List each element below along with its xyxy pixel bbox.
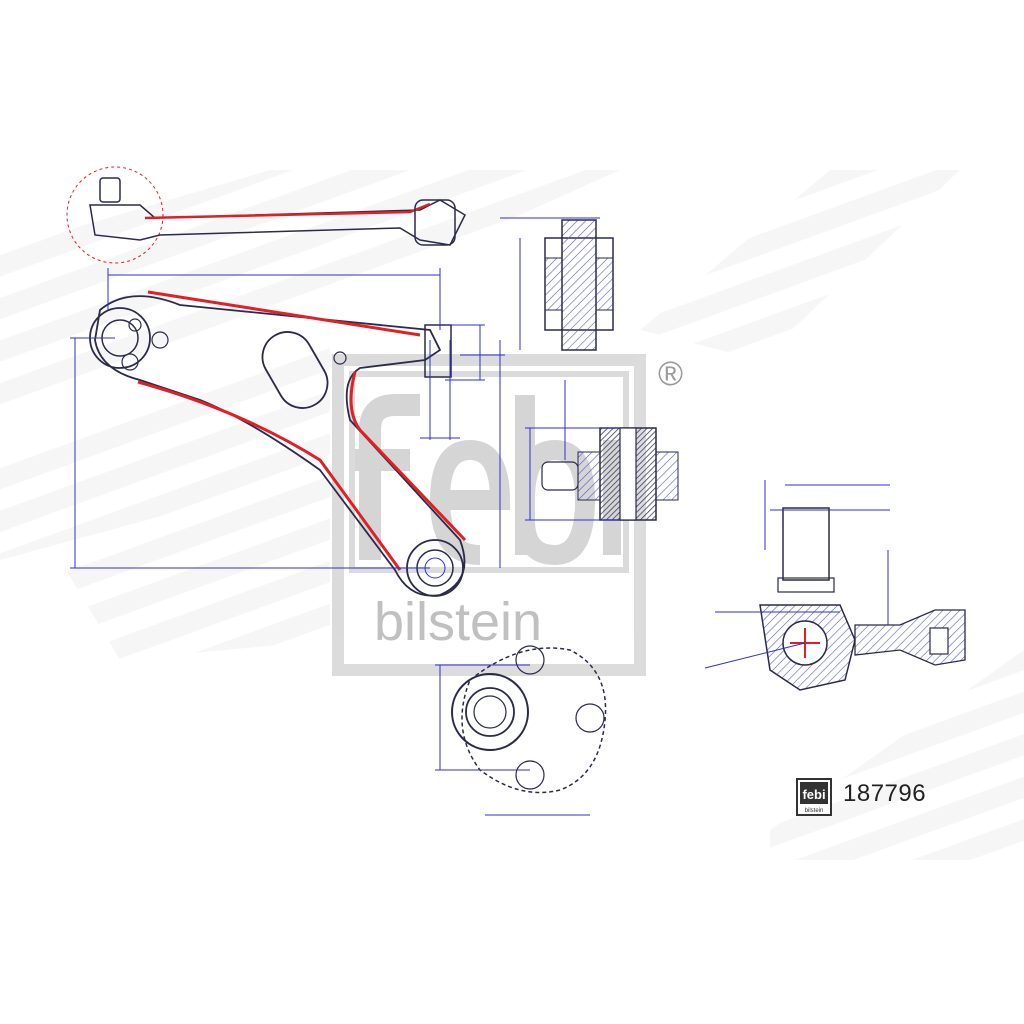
background-stripes — [0, 170, 1024, 860]
watermark-subtitle: bilstein — [374, 592, 542, 652]
ball-joint-bottom-view — [435, 645, 607, 816]
dimension-lines-main — [70, 268, 505, 569]
brand-badge: febi bilstein — [796, 778, 832, 816]
part-number: 187796 — [843, 780, 927, 807]
badge-subtitle-text: bilstein — [805, 808, 824, 814]
badge-logo-text: febi — [802, 787, 825, 802]
registered-mark: ® — [658, 355, 683, 393]
top-view-arm — [66, 166, 466, 264]
ball-joint-section — [704, 480, 966, 691]
bush-section-middle — [525, 380, 679, 521]
bush-section-top — [500, 217, 614, 351]
